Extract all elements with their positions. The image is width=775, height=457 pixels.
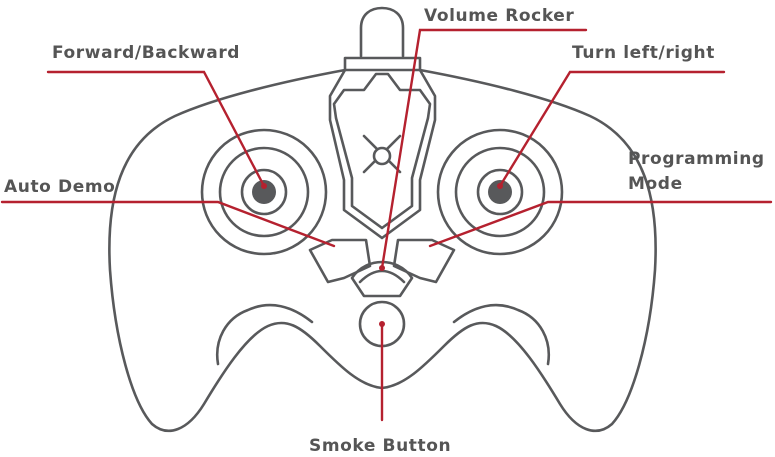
right-joystick[interactable] bbox=[436, 128, 564, 256]
inner-grip-contour bbox=[215, 303, 314, 366]
volume-rocker-inner bbox=[358, 269, 406, 284]
center-inner-panel bbox=[332, 72, 432, 230]
label-programming-mode-line1: Programming bbox=[628, 149, 765, 169]
leader-auto-demo bbox=[0, 200, 336, 248]
leader-programming-mode bbox=[428, 200, 773, 248]
programming-mode-button[interactable] bbox=[392, 238, 456, 284]
label-volume-rocker: Volume Rocker bbox=[424, 6, 575, 26]
antenna bbox=[359, 6, 405, 58]
label-smoke-button: Smoke Button bbox=[309, 436, 452, 456]
leader-volume-rocker bbox=[380, 28, 588, 270]
left-joystick[interactable] bbox=[200, 128, 328, 256]
auto-demo-button[interactable] bbox=[308, 238, 372, 284]
label-programming-mode-line2: Mode bbox=[628, 174, 683, 194]
antenna-base bbox=[343, 56, 422, 72]
label-turn-left-right: Turn left/right bbox=[572, 43, 715, 63]
leader-lines bbox=[0, 28, 773, 422]
center-cross-icon bbox=[362, 134, 402, 174]
inner-grip-contour-right bbox=[452, 303, 551, 366]
leader-turn-left-right bbox=[498, 70, 726, 188]
antenna-assembly bbox=[328, 6, 437, 240]
leader-forward-backward bbox=[46, 70, 266, 188]
label-auto-demo: Auto Demo bbox=[4, 177, 116, 197]
center-panel bbox=[328, 68, 437, 240]
label-forward-backward: Forward/Backward bbox=[52, 43, 241, 63]
